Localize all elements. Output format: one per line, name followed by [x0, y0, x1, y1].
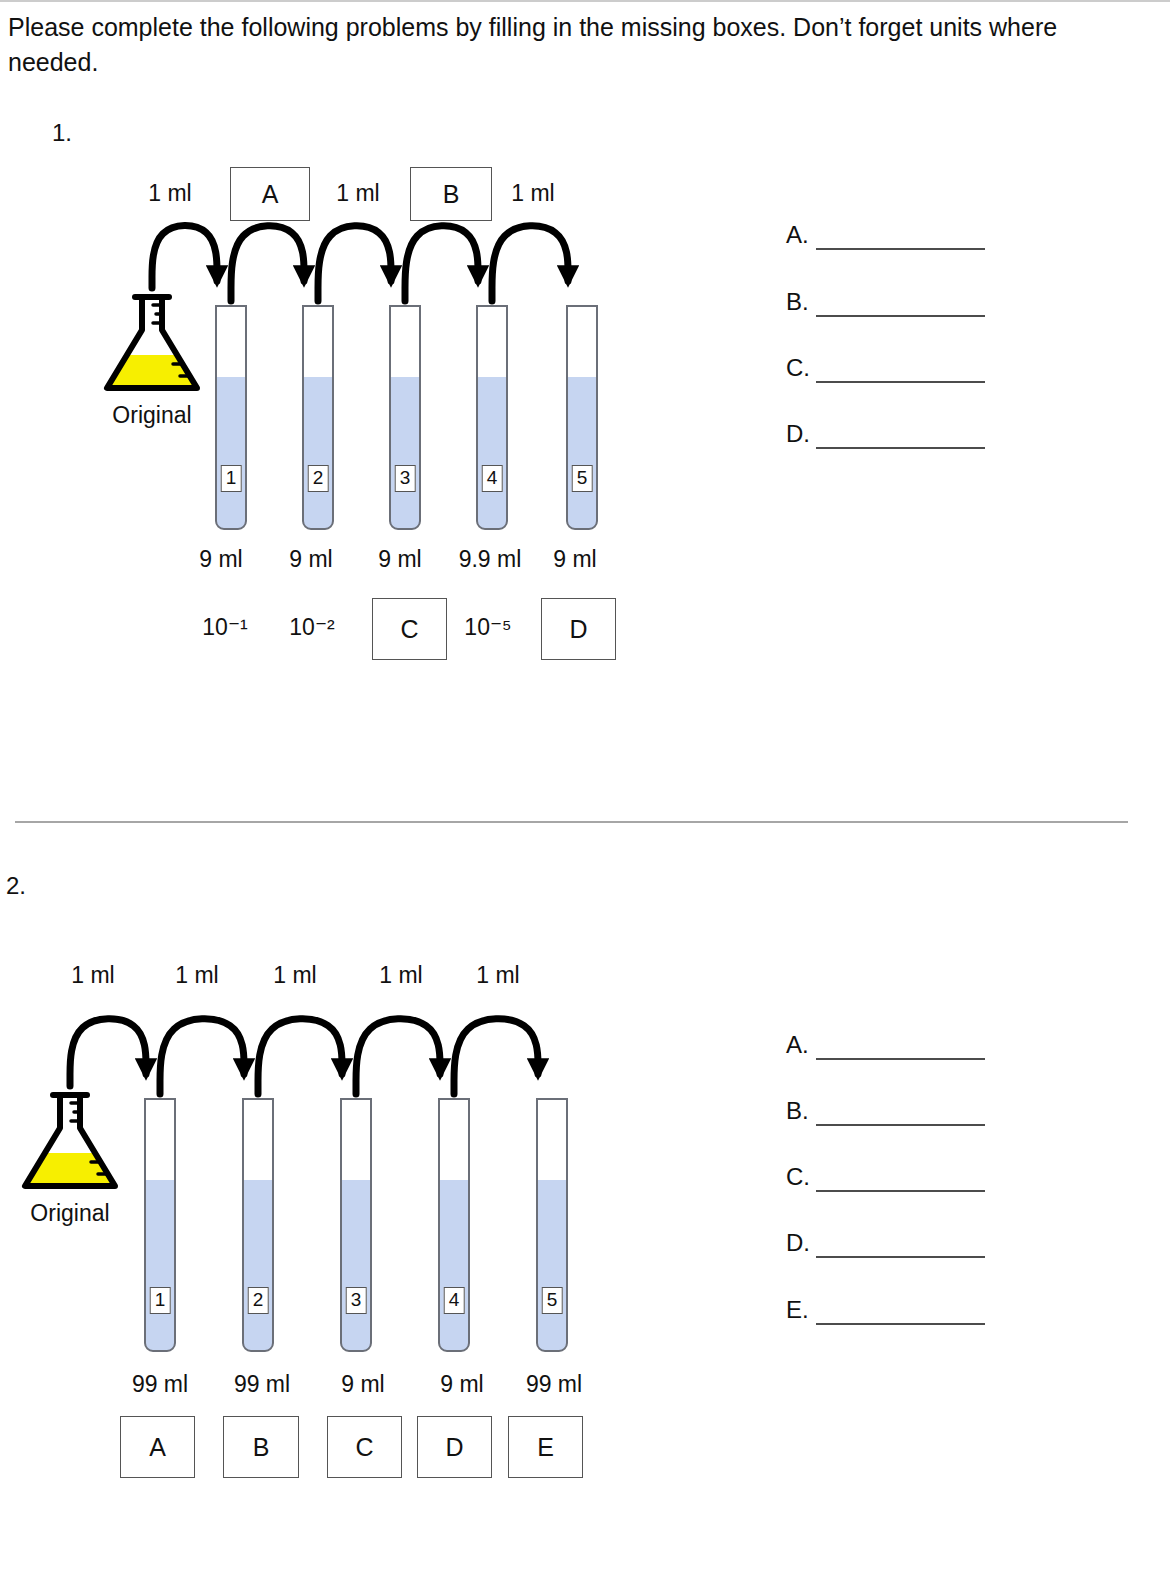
value-label: 9 ml — [378, 546, 421, 574]
box-letter: C — [355, 1433, 373, 1462]
value-label: 10⁻¹ — [202, 614, 247, 642]
transfer-volume: 1 ml — [509, 180, 556, 207]
value-label: 9 ml — [341, 1371, 384, 1399]
transfer-arrow — [318, 226, 391, 301]
test-tube: 4 — [438, 1098, 470, 1352]
answer-box: C — [372, 598, 447, 660]
box-letter: B — [253, 1433, 270, 1462]
transfer-arrow — [405, 226, 478, 301]
transfer-volume: 1 ml — [146, 180, 193, 207]
answer-label: D. — [786, 1229, 810, 1258]
value-label: 9 ml — [199, 546, 242, 574]
value-label: 10⁻⁵ — [464, 614, 511, 642]
test-tube: 5 — [566, 305, 598, 530]
answer-label: 1. — [52, 119, 72, 148]
transfer-volume: 1 ml — [69, 962, 116, 989]
tube-number: 2 — [308, 465, 329, 492]
test-tube: 1 — [144, 1098, 176, 1352]
flask-drawing — [102, 292, 202, 396]
answer-box: A — [120, 1416, 195, 1478]
value-label: 99 ml — [526, 1371, 582, 1399]
tube-number: 5 — [572, 465, 593, 492]
tube-number: 1 — [221, 465, 242, 492]
test-tube: 3 — [340, 1098, 372, 1352]
box-letter: C — [400, 615, 418, 644]
transfer-arrow — [231, 226, 304, 301]
tube-number: 4 — [482, 465, 503, 492]
answer-box: A — [230, 167, 310, 221]
answer-box: C — [327, 1416, 402, 1478]
answer-box: B — [410, 167, 492, 221]
test-tube: 3 — [389, 305, 421, 530]
tube-number: 3 — [346, 1287, 367, 1314]
transfer-volume: 1 ml — [334, 180, 381, 207]
answer-label: C. — [786, 1163, 810, 1192]
value-label: 99 ml — [234, 1371, 290, 1399]
answer-label: 2. — [6, 872, 26, 901]
transfer-arrow — [160, 1019, 244, 1094]
tube-number: 4 — [444, 1287, 465, 1314]
value-label: 10⁻² — [289, 614, 334, 642]
answer-label: B. — [786, 288, 809, 317]
value-label: 9.9 ml — [459, 546, 522, 574]
answer-label: C. — [786, 354, 810, 383]
box-letter: A — [149, 1433, 166, 1462]
box-letter: D — [569, 615, 587, 644]
answer-label: B. — [786, 1097, 809, 1126]
answer-lines — [816, 249, 985, 1324]
value-label: 9 ml — [289, 546, 332, 574]
answer-box: B — [223, 1416, 299, 1478]
box-letter: D — [445, 1433, 463, 1462]
tube-number: 1 — [150, 1287, 171, 1314]
instructions: Please complete the following problems b… — [8, 10, 1148, 80]
transfer-volume: 1 ml — [271, 962, 318, 989]
separator-line — [15, 821, 1128, 823]
flask-drawing — [20, 1090, 120, 1194]
test-tube: 2 — [302, 305, 334, 530]
tube-number: 5 — [542, 1287, 563, 1314]
box-letter: E — [537, 1433, 554, 1462]
answer-label: A. — [786, 1031, 809, 1060]
transfer-arrow — [70, 1019, 146, 1086]
transfer-arrow — [258, 1019, 342, 1094]
flask-label: Original — [112, 402, 191, 429]
box-letter: A — [262, 180, 279, 209]
answer-box: D — [541, 598, 616, 660]
test-tube: 5 — [536, 1098, 568, 1352]
answer-label: E. — [786, 1296, 809, 1325]
transfer-volume: 1 ml — [377, 962, 424, 989]
original-flask: Original — [20, 1090, 120, 1228]
transfer-volume: 1 ml — [173, 962, 220, 989]
answer-label: A. — [786, 221, 809, 250]
transfer-arrow — [356, 1019, 440, 1094]
flask-label: Original — [30, 1200, 109, 1227]
value-label: 9 ml — [440, 1371, 483, 1399]
top-rule — [0, 1, 1170, 2]
transfer-arrow — [454, 1019, 538, 1094]
answer-label: D. — [786, 420, 810, 449]
tube-number: 3 — [395, 465, 416, 492]
transfer-volume: 1 ml — [474, 962, 521, 989]
transfer-arrow — [492, 226, 568, 301]
answer-box: E — [508, 1416, 583, 1478]
tube-number: 2 — [248, 1287, 269, 1314]
test-tube: 2 — [242, 1098, 274, 1352]
original-flask: Original — [102, 292, 202, 430]
box-letter: B — [443, 180, 460, 209]
value-label: 99 ml — [132, 1371, 188, 1399]
answer-box: D — [417, 1416, 492, 1478]
transfer-arrow — [152, 226, 217, 288]
test-tube: 4 — [476, 305, 508, 530]
value-label: 9 ml — [553, 546, 596, 574]
test-tube: 1 — [215, 305, 247, 530]
